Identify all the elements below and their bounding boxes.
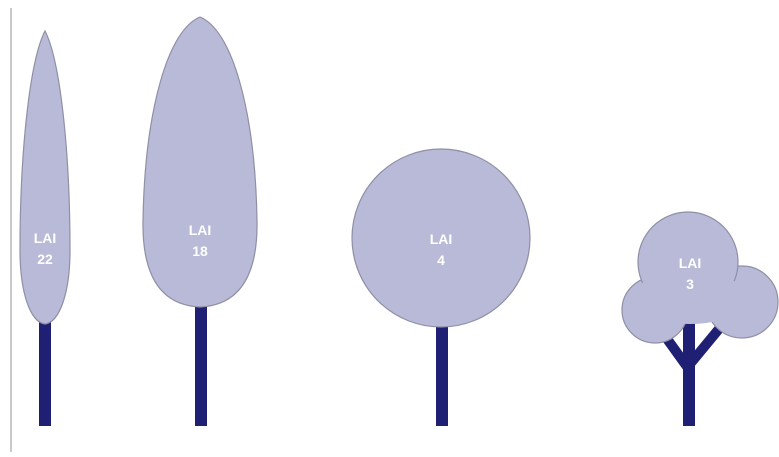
- tree-4-spreading: LAI 3: [622, 212, 778, 426]
- tree-4-value: 3: [686, 276, 694, 292]
- tree-2-trunk: [195, 300, 207, 426]
- tree-2-ovate: LAI 18: [143, 17, 257, 426]
- tree-1-crown: [20, 31, 70, 324]
- tree-3-round: LAI 4: [352, 149, 530, 426]
- tree-1-narrow: LAI 22: [20, 31, 70, 426]
- tree-2-value: 18: [192, 243, 208, 259]
- tree-3-trunk: [436, 322, 448, 426]
- tree-3-label: LAI: [430, 231, 453, 247]
- tree-1-value: 22: [37, 251, 53, 267]
- tree-4-label: LAI: [679, 255, 702, 271]
- tree-1-label: LAI: [34, 230, 57, 246]
- tree-1-trunk: [39, 318, 51, 426]
- tree-3-value: 4: [437, 252, 445, 268]
- tree-2-crown: [143, 17, 257, 307]
- tree-2-label: LAI: [189, 222, 212, 238]
- tree-4-crown: [622, 212, 778, 343]
